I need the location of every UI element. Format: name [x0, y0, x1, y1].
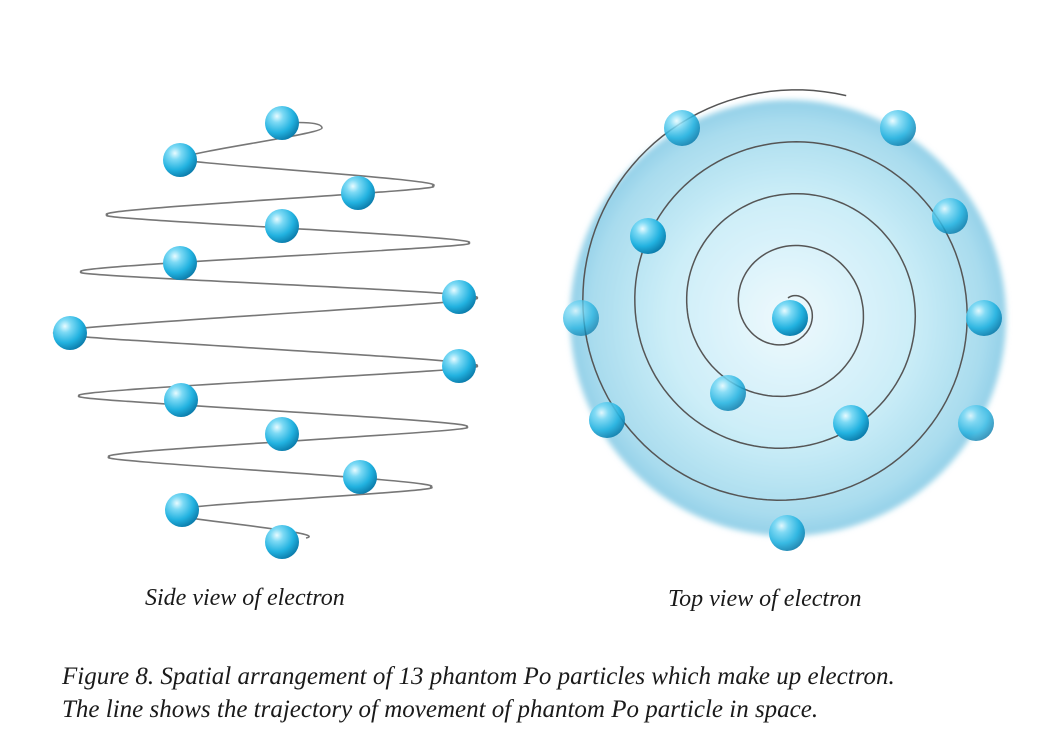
side-view-particle: [163, 246, 197, 280]
side-view-particles: [53, 106, 476, 559]
top-view-particle: [966, 300, 1002, 336]
top-view-particle: [769, 515, 805, 551]
side-view-particle: [265, 106, 299, 140]
top-view-particle: [880, 110, 916, 146]
figure-caption-line-2: The line shows the trajectory of movemen…: [62, 696, 819, 723]
top-view-trajectory-line: [582, 89, 968, 501]
top-view-particle: [630, 218, 666, 254]
figure-caption: Figure 8. Spatial arrangement of 13 phan…: [62, 660, 895, 726]
side-view-particle: [165, 493, 199, 527]
top-view-diagram: [563, 89, 1006, 551]
side-view-label: Side view of electron: [145, 585, 345, 611]
side-view-particle: [164, 383, 198, 417]
top-view-particle: [710, 375, 746, 411]
side-view-particle: [265, 209, 299, 243]
figure-caption-line-1: Figure 8. Spatial arrangement of 13 phan…: [62, 663, 895, 690]
top-view-particle: [833, 405, 869, 441]
side-view-particle: [265, 525, 299, 559]
side-view-particle: [265, 417, 299, 451]
top-view-particle: [563, 300, 599, 336]
top-view-particle: [772, 300, 808, 336]
side-view-particle: [163, 143, 197, 177]
side-view-particle: [442, 280, 476, 314]
top-view-particle: [664, 110, 700, 146]
figure-illustration: [53, 89, 1006, 559]
side-view-diagram: [53, 106, 479, 559]
top-view-particle: [958, 405, 994, 441]
side-view-particle: [341, 176, 375, 210]
side-view-trajectory-line: [53, 121, 479, 539]
side-view-particle: [343, 460, 377, 494]
top-view-particle: [932, 198, 968, 234]
side-view-particle: [53, 316, 87, 350]
top-view-particle: [589, 402, 625, 438]
top-view-label: Top view of electron: [668, 586, 862, 612]
top-view-particles: [563, 110, 1002, 551]
side-view-particle: [442, 349, 476, 383]
